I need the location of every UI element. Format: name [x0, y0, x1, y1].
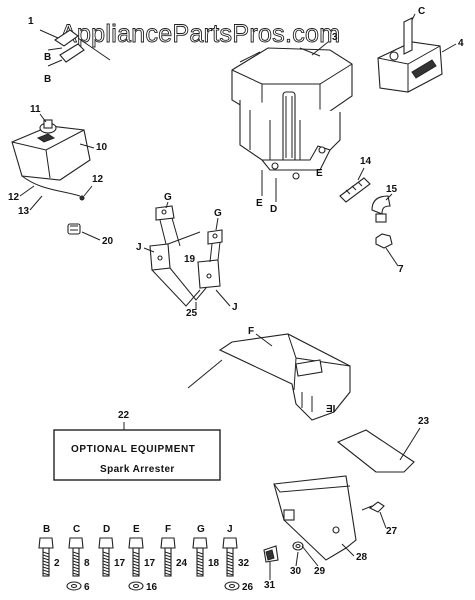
shoulder-bolt — [361, 501, 385, 513]
letter-c: C — [418, 6, 425, 17]
engine — [231, 47, 353, 180]
plate-washer — [292, 541, 304, 551]
fastener-f: F 24 — [160, 524, 188, 577]
fastener-j: J 32 — [222, 524, 250, 577]
exhaust-pipe — [339, 177, 371, 203]
callout-31: 31 — [264, 580, 276, 591]
callout-3: 3 — [332, 32, 338, 43]
washer-26: 26 — [224, 581, 254, 593]
spark-arrester-label: Spark Arrester — [100, 464, 175, 475]
letter-d: D — [270, 204, 277, 215]
callout-19: 19 — [184, 254, 196, 265]
callout-27: 27 — [386, 526, 398, 537]
washer-part-number: 26 — [242, 582, 254, 593]
fastener-part-number: 17 — [144, 558, 156, 569]
letter-b2: B — [44, 74, 51, 85]
frame-mark: ƎI — [326, 404, 336, 415]
fastener-part-number: 32 — [238, 558, 250, 569]
mounting-plate — [273, 475, 357, 561]
callout-10: 10 — [96, 142, 108, 153]
fastener-e: E 17 — [128, 524, 156, 577]
nut — [375, 233, 393, 249]
callout-28: 28 — [356, 552, 368, 563]
washer-part-number: 6 — [84, 582, 90, 593]
optional-equipment-title: OPTIONAL EQUIPMENT — [71, 444, 196, 455]
fastener-d: D 17 — [98, 524, 126, 577]
washer-16: 16 — [128, 581, 158, 593]
callout-4: 4 — [458, 38, 464, 49]
washer-part-number: 16 — [146, 582, 158, 593]
letter-g2: G — [214, 208, 222, 219]
fuel-line-clamp — [79, 195, 85, 201]
callout-13: 13 — [18, 206, 30, 217]
throttle-cable — [39, 29, 111, 67]
exhaust-elbow — [371, 195, 391, 223]
callout-12b: 12 — [92, 174, 104, 185]
fastener-part-number: 24 — [176, 558, 188, 569]
callout-11: 11 — [30, 104, 41, 115]
fastener-part-number: 17 — [114, 558, 126, 569]
callout-14: 14 — [360, 156, 372, 167]
fastener-part-number: 8 — [84, 558, 90, 569]
plate-nut — [263, 545, 279, 563]
callout-7: 7 — [398, 264, 404, 275]
heat-shield — [336, 429, 415, 473]
fastener-letter: E — [133, 524, 140, 535]
letter-f: F — [248, 326, 254, 337]
chassis-frame: ƎI — [187, 333, 351, 421]
fastener-b: B2 — [38, 524, 60, 577]
letter-g1: G — [164, 192, 172, 203]
letter-j1: J — [136, 242, 142, 253]
fastener-g: G 18 — [192, 524, 220, 577]
fastener-letter: G — [197, 524, 205, 535]
fastener-letter: D — [103, 524, 110, 535]
fastener-part-number: 18 — [208, 558, 220, 569]
fuel-fitting — [67, 223, 81, 235]
fuel-cap — [39, 119, 57, 134]
callout-1: 1 — [28, 16, 34, 27]
callout-30: 30 — [290, 566, 302, 577]
letter-j2: J — [232, 302, 238, 313]
fastener-c: C8 — [68, 524, 90, 577]
callout-23: 23 — [418, 416, 430, 427]
fastener-letter: B — [43, 524, 50, 535]
muffler — [377, 17, 443, 93]
letter-e2: E — [256, 198, 263, 209]
watermark-text: AppliancePartsPros.com — [60, 20, 340, 48]
fastener-part-number: 2 — [54, 558, 60, 569]
callout-25: 25 — [186, 308, 198, 319]
callout-15: 15 — [386, 184, 398, 195]
letter-b1: B — [44, 52, 51, 63]
fastener-letter: J — [227, 524, 233, 535]
fastener-letter: F — [165, 524, 171, 535]
callout-22: 22 — [118, 410, 130, 421]
optional-equipment-box: OPTIONAL EQUIPMENT Spark Arrester — [53, 429, 221, 481]
fastener-letter: C — [73, 524, 80, 535]
letter-e1: E — [316, 168, 323, 179]
callout-29: 29 — [314, 566, 326, 577]
callout-12a: 12 — [8, 192, 20, 203]
callout-20: 20 — [102, 236, 114, 247]
washer-6: 6 — [66, 581, 90, 593]
fuel-tank — [11, 125, 91, 197]
